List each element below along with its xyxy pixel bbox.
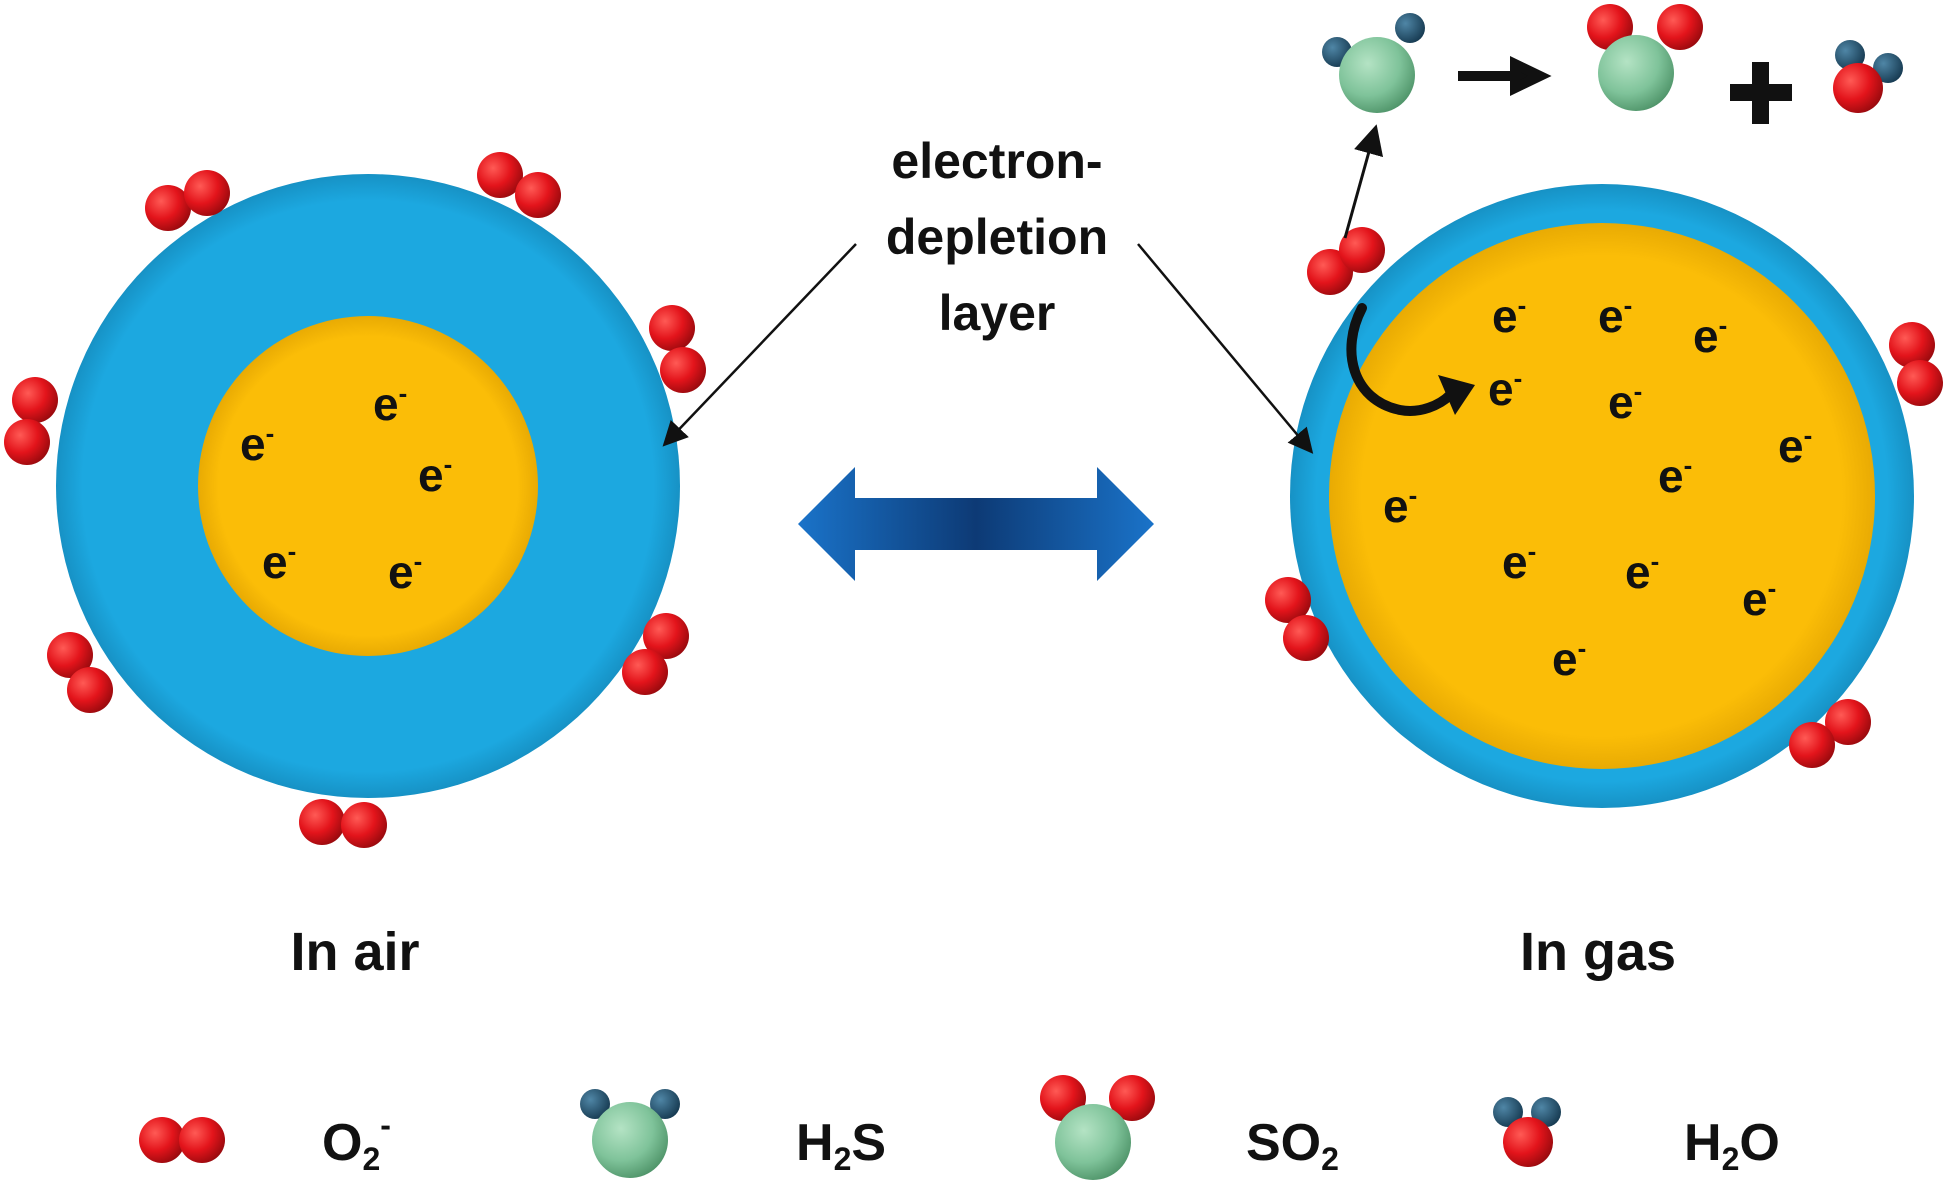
legend-label-o2: O2- — [322, 1107, 391, 1177]
o2-molecule — [1889, 322, 1943, 406]
o2-molecule — [47, 632, 113, 713]
annotation-line-3: layer — [939, 285, 1056, 341]
electron-label: e- — [240, 418, 274, 470]
annotation-pointer-left — [662, 243, 857, 447]
reaction-equation — [1322, 4, 1903, 124]
h2s-molecule-icon — [580, 1089, 680, 1178]
annotation-pointer-right — [1137, 243, 1314, 454]
electron-label: e- — [1778, 420, 1812, 472]
so2-molecule-icon — [1040, 1075, 1155, 1180]
o2-molecule — [622, 613, 689, 695]
h2s-molecule — [1322, 13, 1425, 113]
h2o-molecule — [1833, 40, 1903, 113]
gas-electrons: e- e- e- e- e- e- e- e- e- e- e- e- — [1383, 290, 1812, 685]
caption-in-air: In air — [290, 922, 419, 982]
air-adsorbed-oxygen — [4, 152, 706, 848]
electron-label: e- — [1552, 633, 1586, 685]
air-particle: e- e- e- e- e- — [56, 174, 680, 798]
o2-molecule — [299, 799, 387, 848]
electron-label: e- — [373, 378, 407, 430]
reversible-double-arrow — [798, 467, 1154, 581]
o2-molecule — [145, 170, 230, 231]
legend-label-h2o: H2O — [1684, 1114, 1780, 1177]
legend-item-so2: SO2 — [1040, 1075, 1339, 1180]
o2-molecule — [1265, 577, 1329, 661]
electron-transfer-arrow — [1346, 303, 1455, 416]
electron-transfer-arrowhead — [1438, 375, 1475, 415]
air-core — [198, 316, 538, 656]
reaction-pointer-line — [1343, 124, 1384, 239]
reaction-arrow — [1458, 56, 1552, 96]
electron-label: e- — [1502, 536, 1536, 588]
o2-molecule — [4, 377, 58, 465]
legend-label-so2: SO2 — [1246, 1114, 1339, 1177]
electron-label: e- — [388, 546, 422, 598]
electron-label: e- — [262, 536, 296, 588]
so2-molecule — [1587, 4, 1703, 111]
o2-molecule — [1307, 227, 1385, 295]
electron-label: e- — [1598, 290, 1632, 342]
electron-label: e- — [1625, 546, 1659, 598]
gas-core — [1329, 223, 1875, 769]
gas-adsorbed-oxygen — [1265, 227, 1943, 768]
o2-molecule — [477, 152, 561, 218]
o2-molecule — [649, 305, 706, 393]
electron-label: e- — [1658, 450, 1692, 502]
legend-item-h2s: H2S — [580, 1089, 886, 1178]
plus-sign — [1730, 62, 1792, 124]
depletion-annotation: electron- depletion layer — [662, 133, 1314, 454]
h2o-molecule-icon — [1493, 1097, 1561, 1167]
o2-molecule-icon — [139, 1117, 225, 1163]
legend: O2- H2S SO2 — [139, 1075, 1780, 1180]
annotation-line-2: depletion — [886, 209, 1108, 265]
electron-label: e- — [1742, 573, 1776, 625]
air-electrons: e- e- e- e- e- — [240, 378, 452, 598]
gas-particle: e- e- e- e- e- e- e- e- e- e- e- e- — [1290, 184, 1914, 808]
electron-label: e- — [1488, 363, 1522, 415]
legend-label-h2s: H2S — [796, 1114, 886, 1177]
electron-label: e- — [1693, 310, 1727, 362]
electron-label: e- — [1608, 376, 1642, 428]
electron-label: e- — [1383, 480, 1417, 532]
caption-in-gas: In gas — [1520, 922, 1676, 982]
legend-item-h2o: H2O — [1493, 1097, 1780, 1177]
o2-molecule — [1789, 699, 1871, 768]
electron-label: e- — [1492, 290, 1526, 342]
electron-label: e- — [418, 449, 452, 501]
annotation-line-1: electron- — [891, 133, 1102, 189]
legend-item-o2: O2- — [139, 1107, 391, 1177]
